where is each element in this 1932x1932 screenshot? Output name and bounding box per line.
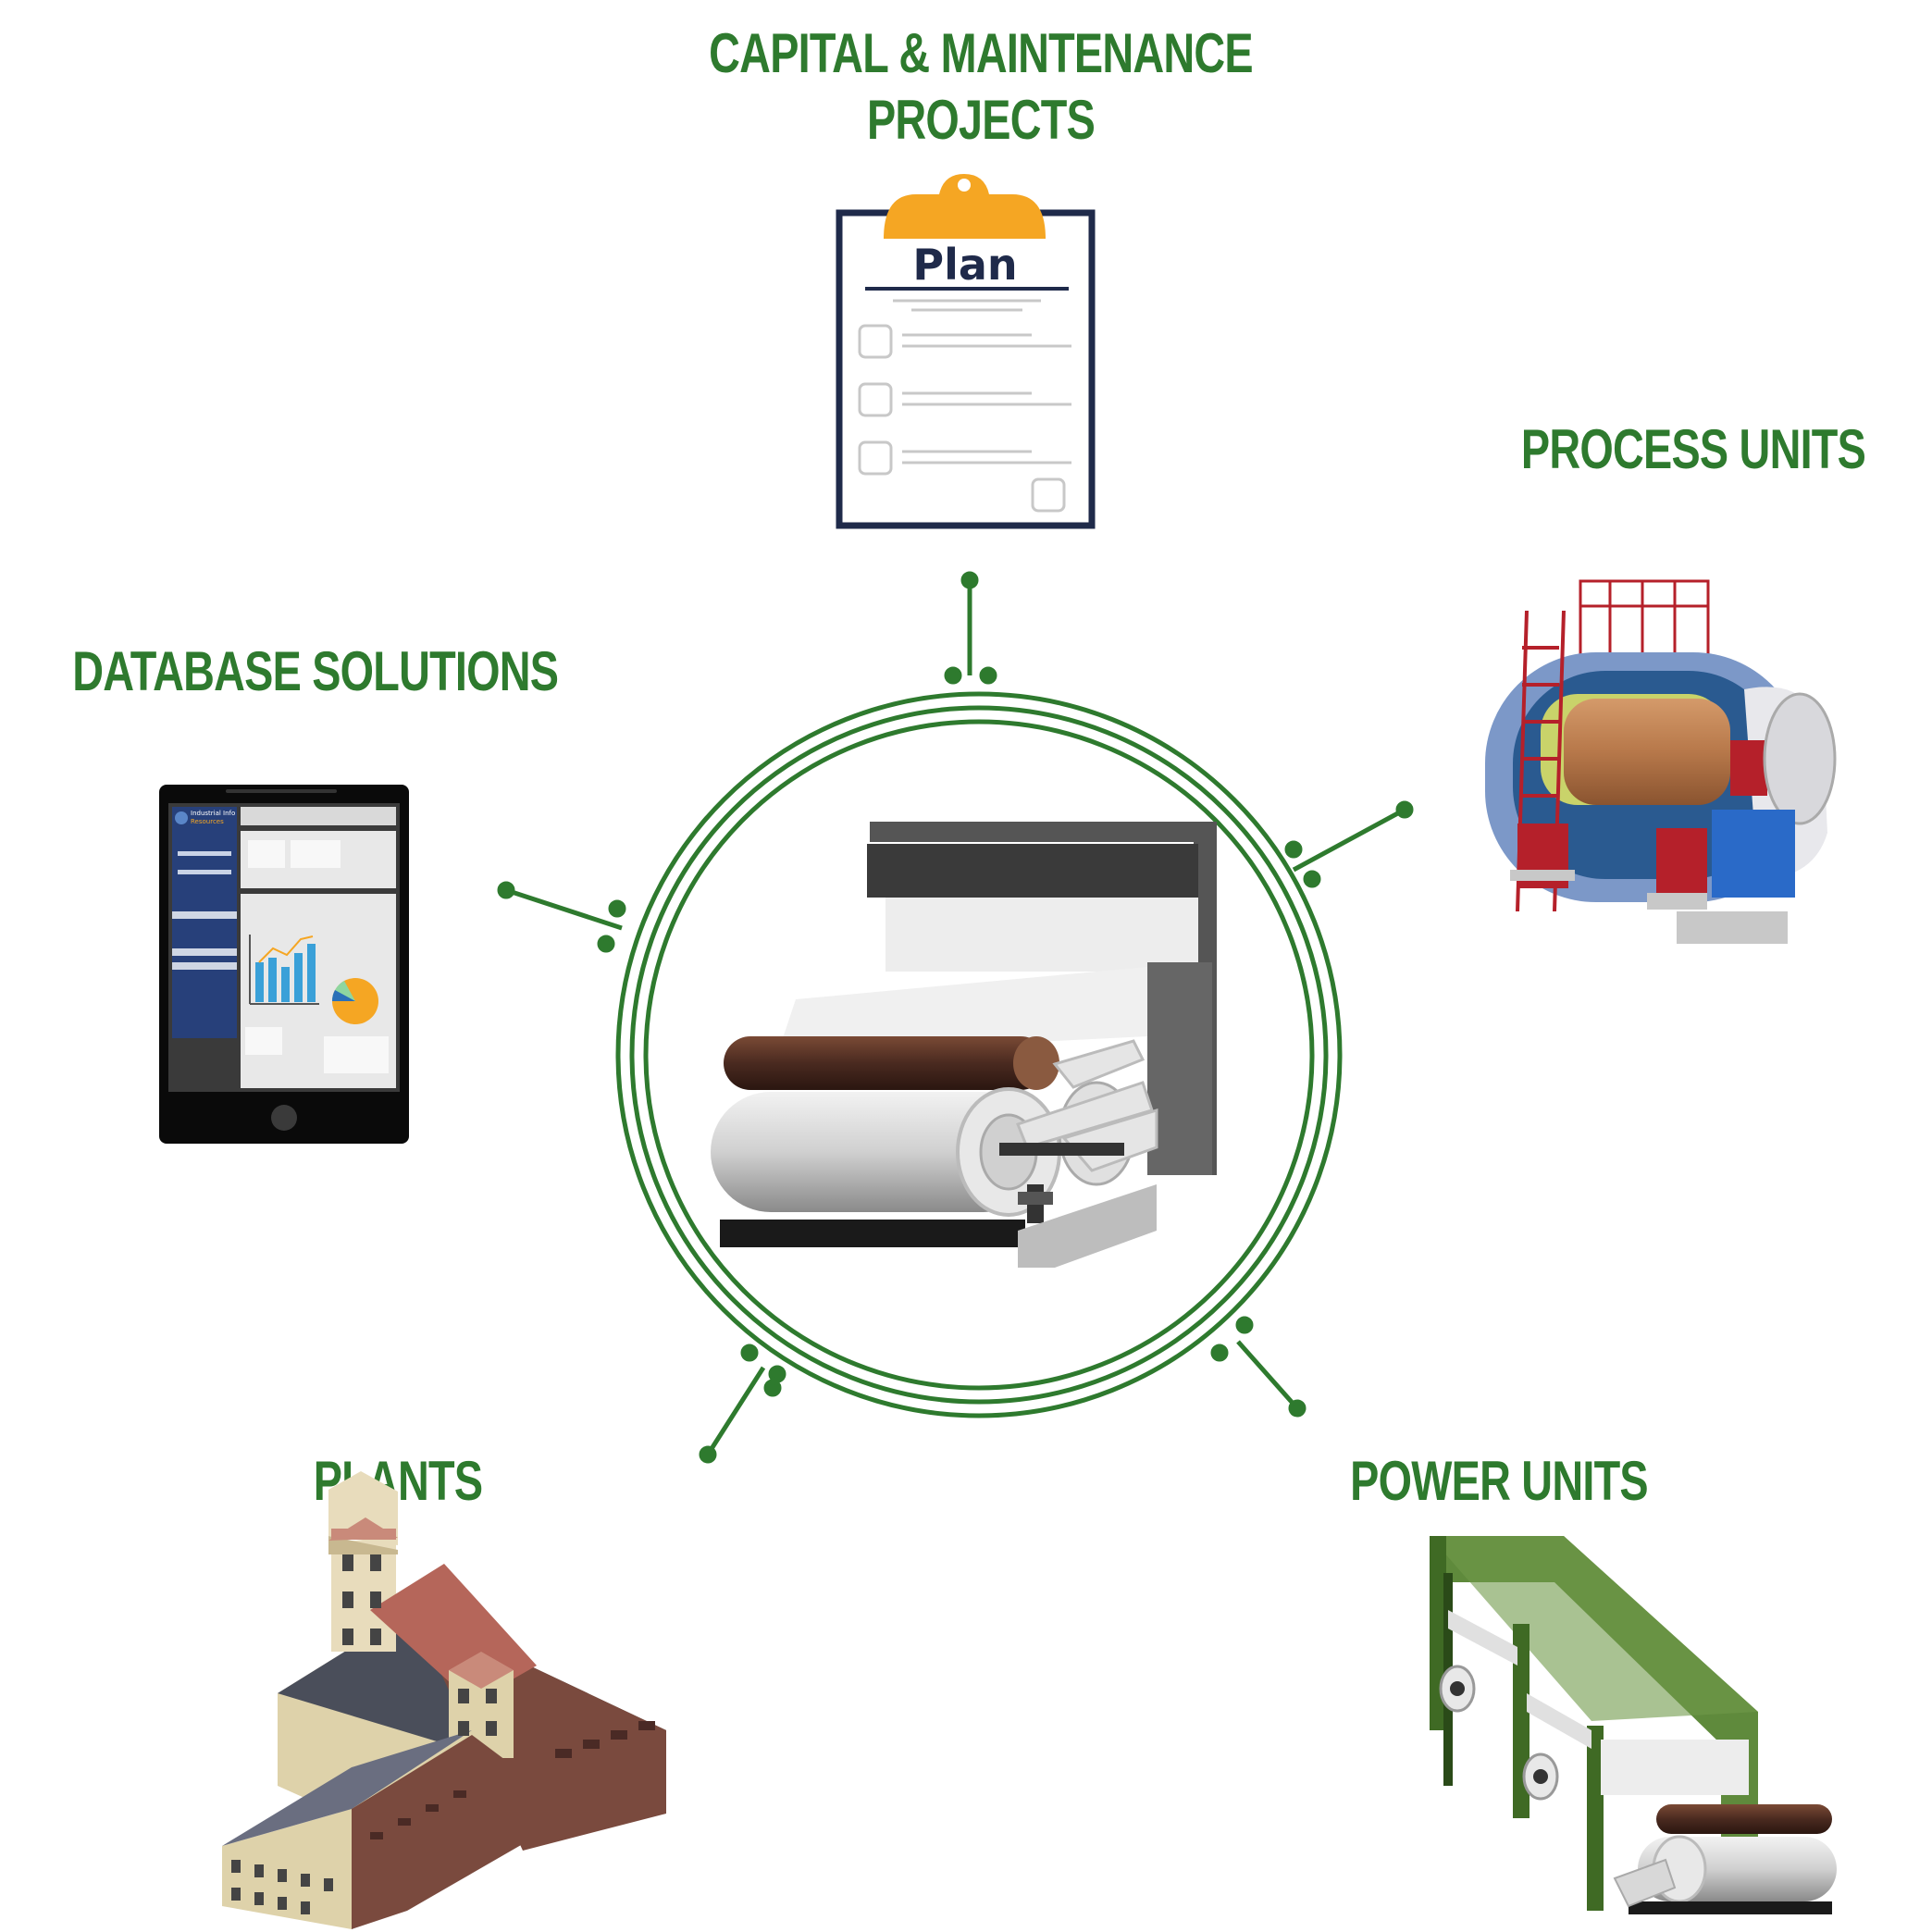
tablet-dashboard-icon: Industrial Info Resources <box>159 785 409 1144</box>
capital-label-line1: CAPITAL & MAINTENANCE <box>709 22 1253 84</box>
paper-machine-icon <box>711 822 1217 1268</box>
ring-outer <box>615 691 1343 1418</box>
connector-power <box>1236 1340 1299 1410</box>
connector-process <box>1292 807 1406 873</box>
power-unit-machine-icon <box>1430 1536 1837 1914</box>
capital-label-line2: PROJECTS <box>866 89 1096 151</box>
central-rings <box>615 691 1343 1418</box>
connector-database <box>505 887 623 931</box>
plan-heading: Plan <box>912 240 1017 290</box>
boiler-icon <box>1485 579 1837 944</box>
ring-inner <box>643 719 1315 1391</box>
capital-maintenance-label: CAPITAL & MAINTENANCE PROJECTS <box>707 20 1256 154</box>
factory-buildings-icon <box>222 1471 666 1929</box>
plan-clipboard-icon: Plan <box>836 174 1096 529</box>
power-units-label: POWER UNITS <box>1350 1450 1648 1512</box>
tablet-brand-line2: Resources <box>191 818 224 825</box>
database-solutions-label: DATABASE SOLUTIONS <box>72 640 559 702</box>
tablet-brand-line1: Industrial Info <box>191 810 235 817</box>
process-units-label: PROCESS UNITS <box>1520 418 1866 480</box>
connectors <box>497 571 1414 1464</box>
ring-middle <box>629 705 1329 1405</box>
connector-plants <box>705 1366 766 1456</box>
